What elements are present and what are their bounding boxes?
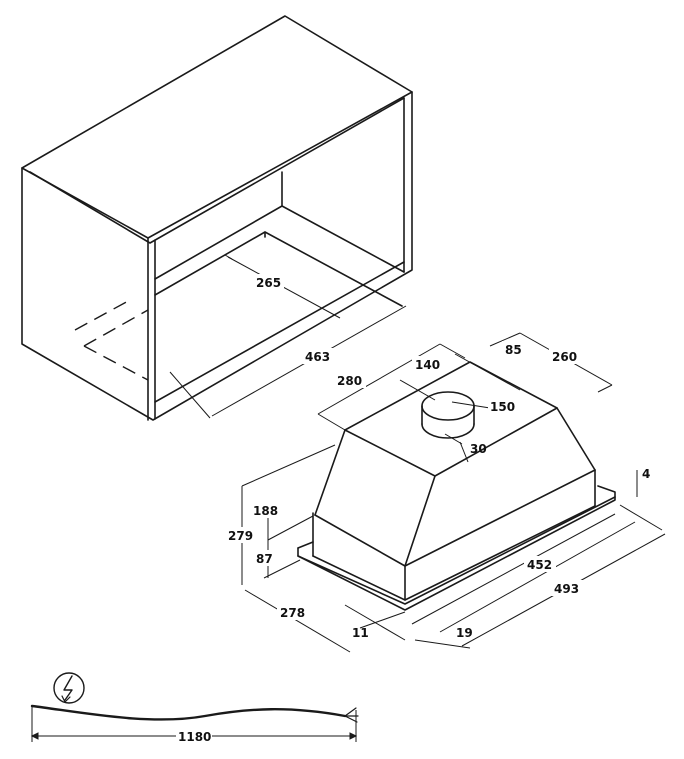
wall-cabinet (21, 15, 413, 421)
dim-cable-length: 1180 (178, 730, 211, 744)
lightning-icon (53, 672, 85, 704)
dim-cabinet-width: 463 (305, 350, 330, 364)
dim-frame-offset-left: 11 (352, 626, 369, 640)
dim-outlet-diameter: 150 (490, 400, 515, 414)
dim-cabinet-depth: 265 (256, 276, 281, 290)
cooker-hood (241, 332, 666, 653)
dim-outlet-offset-front: 140 (415, 358, 440, 372)
dim-outlet-height: 30 (470, 442, 487, 456)
dim-flange-thickness: 4 (642, 467, 650, 481)
dim-body-width: 452 (527, 558, 552, 572)
dim-hood-top-depth: 280 (337, 374, 362, 388)
dim-frame-offset-front: 19 (456, 626, 473, 640)
dim-hood-frame-height: 87 (256, 552, 273, 566)
dim-total-width: 493 (554, 582, 579, 596)
dim-hood-body-height: 188 (253, 504, 278, 518)
dim-total-depth: 278 (280, 606, 305, 620)
dim-hood-top-width: 260 (552, 350, 577, 364)
dim-outlet-offset-side: 85 (505, 343, 522, 357)
dim-hood-total-height: 279 (228, 529, 253, 543)
